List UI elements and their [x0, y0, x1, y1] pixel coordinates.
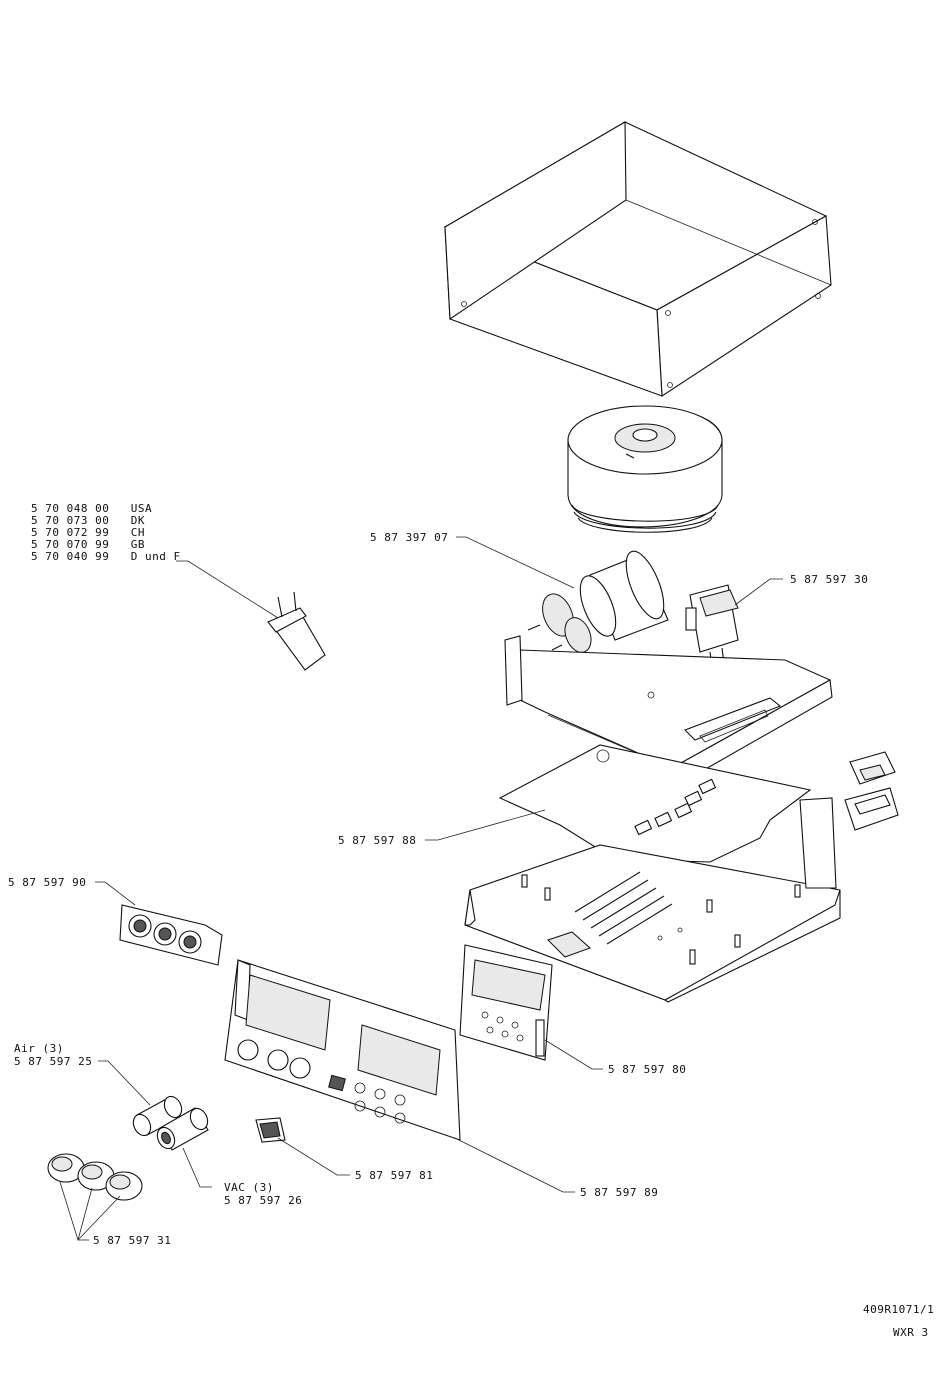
switch-callout: 5 87 597 81 [355, 1169, 433, 1182]
plug-region: D und F [131, 550, 181, 563]
valve [686, 585, 738, 668]
relays [845, 752, 898, 830]
vac-callout: 5 87 597 26 [224, 1194, 302, 1207]
valve-callout: 5 87 597 30 [790, 573, 868, 586]
pump [528, 546, 671, 656]
air-label: Air (3) [14, 1042, 64, 1055]
main-board [500, 745, 810, 862]
sheet-id: WXR 3 [893, 1326, 929, 1339]
front-panel-callout: 5 87 597 89 [580, 1186, 658, 1199]
rocker-switch [256, 1118, 285, 1142]
knobs-callout: 5 87 597 31 [93, 1234, 171, 1247]
plug-variant-row: 5 70 040 99 D und F [31, 550, 181, 563]
main-board-callout: 5 87 597 88 [338, 834, 416, 847]
pump-callout: 5 87 397 07 [370, 531, 448, 544]
housing-cover [445, 122, 831, 396]
display-pcb [460, 945, 552, 1060]
vac-label: VAC (3) [224, 1181, 274, 1194]
knobs [48, 1154, 142, 1200]
socket-panel-callout: 5 87 597 90 [8, 876, 86, 889]
transformer [568, 406, 722, 532]
air-vac-tubes [130, 1094, 211, 1152]
plug-part-number: 5 70 040 99 [31, 550, 109, 563]
display-board-callout: 5 87 597 80 [608, 1063, 686, 1076]
socket-panel [120, 905, 222, 965]
drawing-number: 409R1071/1 [863, 1303, 934, 1316]
air-callout: 5 87 597 25 [14, 1055, 92, 1068]
front-panel [225, 960, 460, 1140]
